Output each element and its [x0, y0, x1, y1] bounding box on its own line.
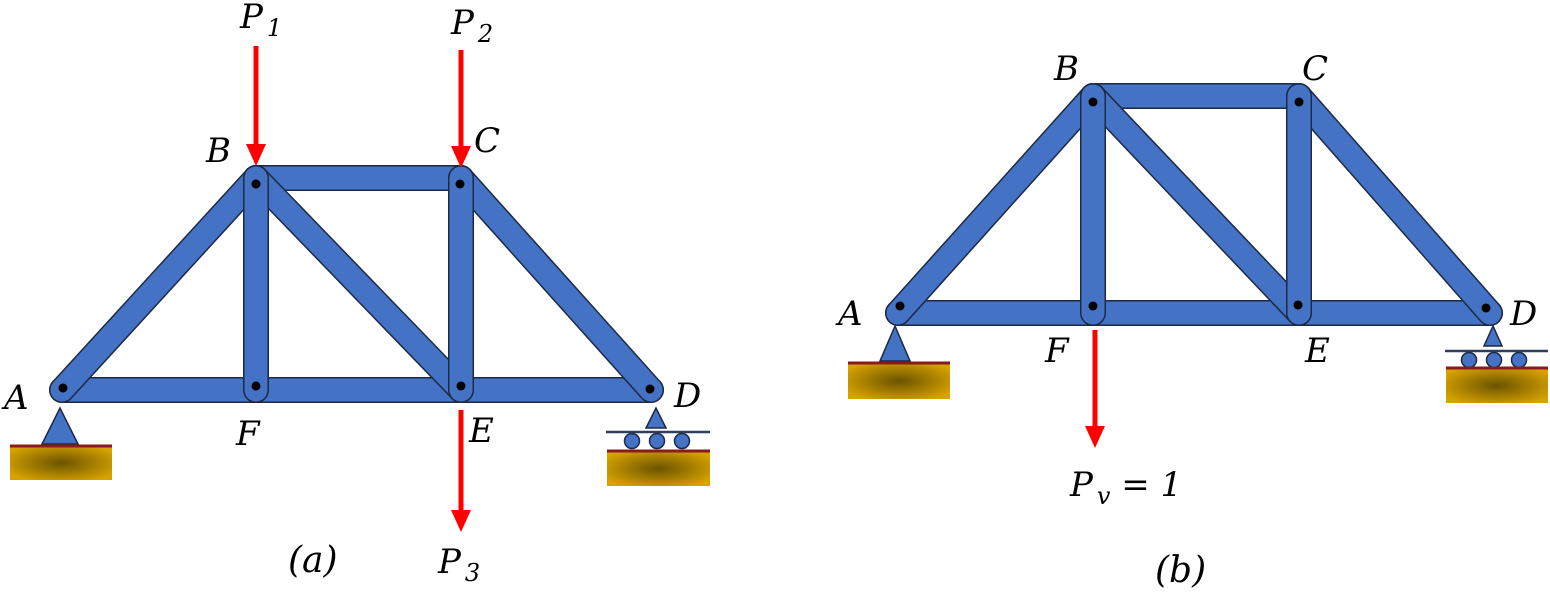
node-b-label-c: C [1302, 49, 1328, 89]
load-arrow-pv [1085, 330, 1105, 448]
pins-b [895, 97, 1491, 313]
node-label-a: A [1, 378, 29, 418]
node-label-c: C [474, 121, 500, 161]
caption-b: (b) [1155, 550, 1206, 591]
node-b-label-b: B [1053, 49, 1079, 89]
load-arrow-p2 [451, 50, 471, 168]
support-a-pin [10, 406, 112, 480]
member-a-b [49, 165, 269, 403]
member-b-b-e [1080, 83, 1312, 326]
support-b-roller [1445, 324, 1548, 403]
node-b-label-e: E [1304, 331, 1330, 371]
member-b-c-d [1286, 83, 1503, 326]
node-b-label-d: D [1509, 294, 1537, 334]
node-label-d: D [673, 376, 701, 416]
support-d-roller [606, 406, 710, 486]
node-label-f: F [235, 414, 261, 454]
support-b-pin [848, 324, 950, 399]
node-label-b: B [205, 131, 231, 171]
node-label-e: E [468, 411, 494, 451]
member-b-a-b [885, 83, 1106, 326]
pins-a [58, 179, 655, 394]
load-arrow-p1 [246, 46, 266, 166]
load-arrow-p3 [451, 410, 471, 532]
caption-a: (a) [288, 540, 338, 581]
member-b-e [243, 165, 474, 403]
truss-members-b [885, 83, 1503, 326]
member-c-d [448, 165, 664, 403]
node-b-label-a: A [835, 294, 863, 334]
truss-members-a [49, 165, 664, 403]
node-b-label-f: F [1044, 331, 1070, 371]
